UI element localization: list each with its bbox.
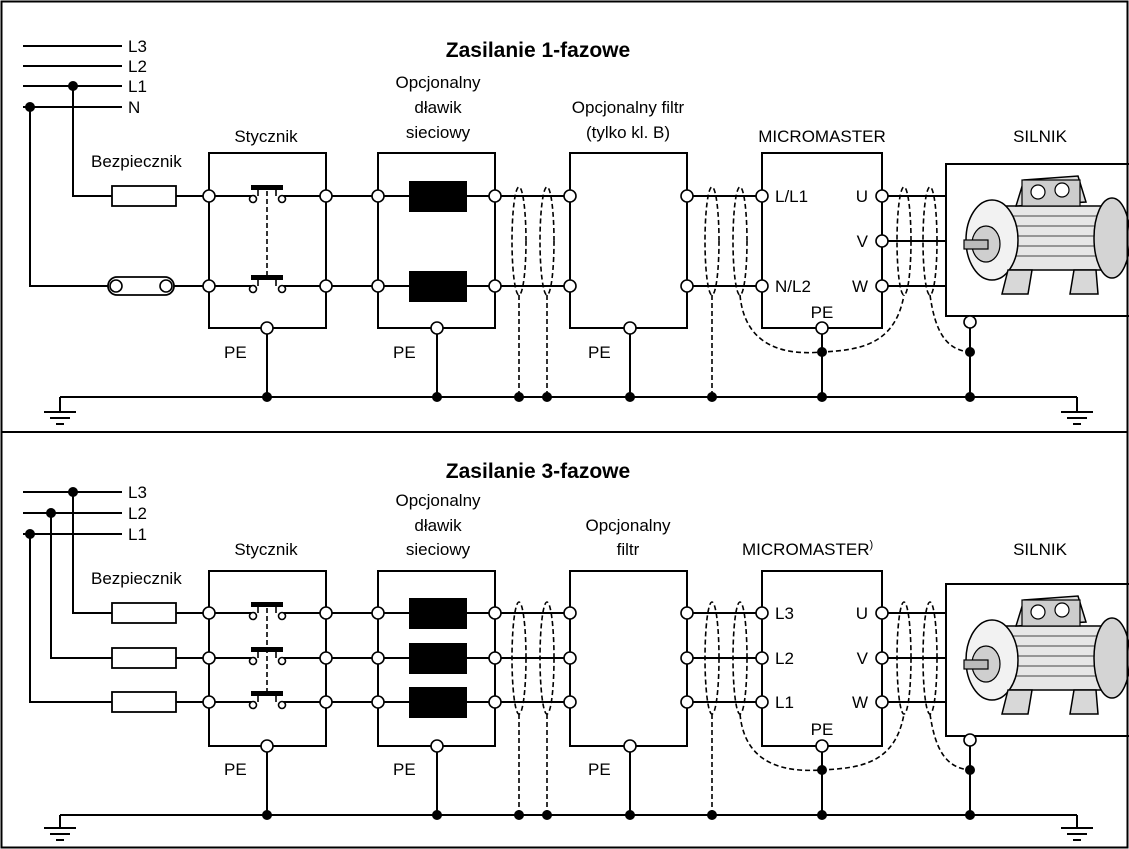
drive-output-label: U — [856, 604, 868, 623]
pe-label: PE — [588, 343, 611, 362]
fuse-label: Bezpiecznik — [91, 152, 182, 171]
motor-label: SILNIK — [1013, 540, 1068, 559]
drive-label: MICROMASTER) — [742, 539, 873, 559]
pe-label: PE — [393, 760, 416, 779]
drive-input-label: L3 — [775, 604, 794, 623]
filter-box — [569, 570, 688, 747]
pe-label: PE — [588, 760, 611, 779]
drive-output-label: V — [857, 649, 869, 668]
drive-input-label: L2 — [775, 649, 794, 668]
choke-label-2: dławik — [414, 516, 462, 535]
drive-footnote-mark: ) — [870, 539, 874, 551]
section-title: Zasilanie 3-fazowe — [446, 460, 630, 483]
section-1-phase: Zasilanie 1-fazowe L3 L2 L1 N Bezpieczni… — [23, 37, 1129, 425]
drive-box — [761, 152, 883, 329]
filter-label-1: Opcjonalny — [585, 516, 671, 535]
line-label-l1: L1 — [128, 525, 147, 544]
filter-box — [569, 152, 688, 329]
fuse-symbol — [111, 602, 177, 624]
line-label-l2: L2 — [128, 504, 147, 523]
motor-label: SILNIK — [1013, 127, 1068, 146]
line-label-n: N — [128, 98, 140, 117]
drive-output-label: W — [852, 277, 868, 296]
line-label-l3: L3 — [128, 483, 147, 502]
drive-pe-label: PE — [811, 303, 834, 322]
line-label-l1: L1 — [128, 77, 147, 96]
contactor-label: Stycznik — [234, 127, 298, 146]
choke-coil — [409, 687, 467, 718]
line-label-l3: L3 — [128, 37, 147, 56]
filter-label-2: (tylko kl. B) — [586, 123, 670, 142]
choke-label-3: sieciowy — [406, 540, 471, 559]
drive-output-label: U — [856, 187, 868, 206]
motor-picture — [945, 163, 1129, 317]
contactor-label: Stycznik — [234, 540, 298, 559]
section-3-phase: Zasilanie 3-fazowe L3 L2 L1 Bezpiecznik … — [23, 460, 1129, 841]
fuse-symbol — [111, 185, 177, 207]
choke-coil — [409, 181, 467, 212]
filter-label-1: Opcjonalny filtr — [572, 98, 685, 117]
pe-label: PE — [393, 343, 416, 362]
drive-input-label: L1 — [775, 693, 794, 712]
drive-input-label: N/L2 — [775, 277, 811, 296]
drive-label: MICROMASTER — [758, 127, 886, 146]
filter-label-2: filtr — [617, 540, 640, 559]
choke-label-1: Opcjonalny — [395, 73, 481, 92]
choke-label-1: Opcjonalny — [395, 491, 481, 510]
section-title: Zasilanie 1-fazowe — [446, 39, 630, 62]
fuse-symbol — [111, 691, 177, 713]
drive-output-label: W — [852, 693, 868, 712]
pe-label: PE — [224, 343, 247, 362]
drive-output-label: V — [857, 232, 869, 251]
choke-coil — [409, 271, 467, 302]
line-label-l2: L2 — [128, 57, 147, 76]
drive-pe-label: PE — [811, 720, 834, 739]
fuse-label: Bezpiecznik — [91, 569, 182, 588]
fuse-symbol — [111, 647, 177, 669]
pe-label: PE — [224, 760, 247, 779]
motor-picture — [945, 583, 1129, 737]
choke-label-2: dławik — [414, 98, 462, 117]
choke-coil — [409, 598, 467, 629]
choke-label-3: sieciowy — [406, 123, 471, 142]
drive-input-label: L/L1 — [775, 187, 808, 206]
choke-coil — [409, 643, 467, 674]
